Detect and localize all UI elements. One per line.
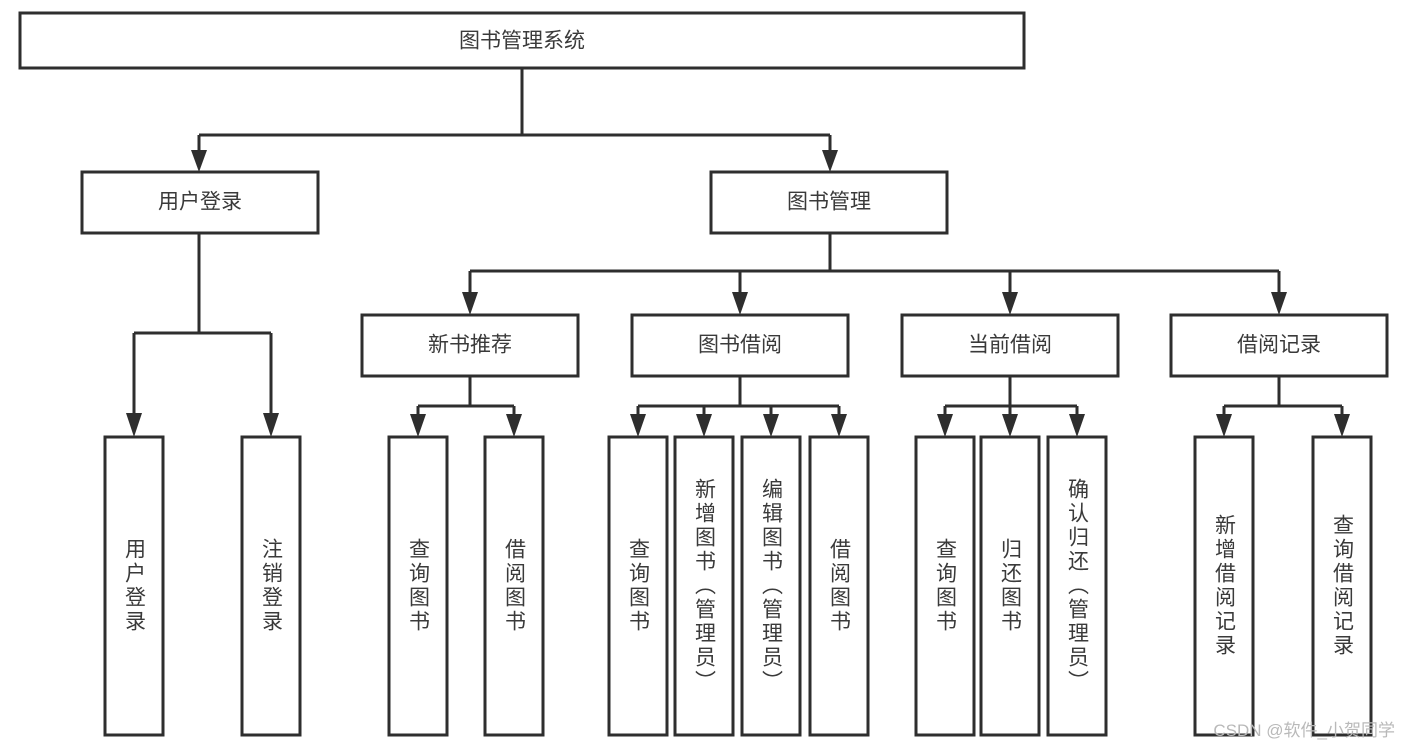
node-leaf-borrow-book-1-label: 借阅图书	[503, 538, 527, 634]
node-current-borrow-label: 当前借阅	[968, 334, 1052, 357]
node-new-book-recommend-label: 新书推荐	[428, 334, 512, 357]
node-leaf-query-record[interactable]: 查询借阅记录	[1311, 435, 1373, 737]
arrow-head-new-book-recommend	[462, 292, 478, 315]
node-book-borrow-box[interactable]	[630, 313, 850, 378]
arrow-head-leaf-query-book-3	[937, 414, 953, 437]
node-leaf-user-login-label: 用户登录	[123, 538, 147, 634]
node-leaf-query-book-2-label: 查询图书	[627, 538, 651, 634]
node-leaf-return-book[interactable]: 归还图书	[979, 435, 1041, 737]
node-leaf-query-record-box[interactable]	[1311, 435, 1373, 737]
connector-group-current-borrow	[937, 376, 1085, 437]
node-book-borrow-label: 图书借阅	[698, 334, 782, 357]
node-leaf-user-login[interactable]: 用户登录	[103, 435, 165, 737]
node-leaf-add-book-box[interactable]	[673, 435, 735, 737]
arrow-head-current-borrow	[1002, 292, 1018, 315]
node-borrow-record-box[interactable]	[1169, 313, 1389, 378]
arrow-head-leaf-borrow-book-2	[831, 414, 847, 437]
arrow-head-book-borrow	[732, 292, 748, 315]
connector-group-root	[191, 68, 838, 172]
node-leaf-confirm-return-label: 确认归还（管理员）	[1066, 478, 1090, 694]
node-leaf-confirm-return-box[interactable]	[1046, 435, 1108, 737]
arrow-head-leaf-logout	[263, 413, 279, 437]
arrow-head-leaf-borrow-book-1	[506, 414, 522, 437]
node-new-book-recommend-box[interactable]	[360, 313, 580, 378]
node-leaf-borrow-book-2[interactable]: 借阅图书	[808, 435, 870, 737]
node-leaf-query-book-2[interactable]: 查询图书	[607, 435, 669, 737]
arrow-head-leaf-query-book-1	[410, 414, 426, 437]
node-leaf-borrow-book-2-label: 借阅图书	[828, 538, 852, 634]
node-leaf-return-book-box[interactable]	[979, 435, 1041, 737]
node-leaf-query-book-2-box[interactable]	[607, 435, 669, 737]
node-user-login-label: 用户登录	[158, 191, 242, 214]
node-leaf-edit-book[interactable]: 编辑图书（管理员）	[740, 435, 802, 737]
node-leaf-query-book-3-box[interactable]	[914, 435, 976, 737]
arrow-head-leaf-add-book	[696, 414, 712, 437]
node-leaf-edit-book-box[interactable]	[740, 435, 802, 737]
arrow-head-leaf-query-record	[1334, 414, 1350, 437]
arrow-head-borrow-record	[1271, 292, 1287, 315]
node-leaf-query-book-3[interactable]: 查询图书	[914, 435, 976, 737]
arrow-head-book-manage	[822, 150, 838, 172]
arrow-head-leaf-confirm-return	[1069, 414, 1085, 437]
connector-group-book-manage	[462, 233, 1287, 315]
connector-group-user-login	[126, 233, 279, 437]
arrow-head-leaf-edit-book	[763, 414, 779, 437]
node-root-box[interactable]	[18, 11, 1026, 70]
arrow-head-leaf-user-login	[126, 413, 142, 437]
connector-group-new-book-recommend	[410, 376, 522, 437]
node-root[interactable]: 图书管理系统	[18, 11, 1026, 70]
node-leaf-add-book[interactable]: 新增图书（管理员）	[673, 435, 735, 737]
node-leaf-borrow-book-1[interactable]: 借阅图书	[483, 435, 545, 737]
node-leaf-add-record-label: 新增借阅记录	[1213, 514, 1237, 658]
node-book-manage-label: 图书管理	[787, 191, 871, 214]
node-leaf-user-login-box[interactable]	[103, 435, 165, 737]
node-leaf-add-book-label: 新增图书（管理员）	[693, 478, 717, 694]
arrow-head-leaf-add-record	[1216, 414, 1232, 437]
arrow-head-leaf-return-book	[1002, 414, 1018, 437]
node-borrow-record-label: 借阅记录	[1237, 334, 1321, 357]
node-leaf-confirm-return[interactable]: 确认归还（管理员）	[1046, 435, 1108, 737]
node-leaf-logout[interactable]: 注销登录	[240, 435, 302, 737]
node-leaf-query-book-3-label: 查询图书	[934, 538, 958, 634]
node-book-borrow[interactable]: 图书借阅	[630, 313, 850, 378]
arrow-head-user-login	[191, 150, 207, 172]
node-book-manage[interactable]: 图书管理	[709, 170, 949, 235]
node-leaf-logout-box[interactable]	[240, 435, 302, 737]
node-leaf-query-book-1-box[interactable]	[387, 435, 449, 737]
connector-group-book-borrow	[630, 376, 847, 437]
node-book-manage-box[interactable]	[709, 170, 949, 235]
node-leaf-query-book-1[interactable]: 查询图书	[387, 435, 449, 737]
node-borrow-record[interactable]: 借阅记录	[1169, 313, 1389, 378]
node-user-login[interactable]: 用户登录	[80, 170, 320, 235]
node-user-login-box[interactable]	[80, 170, 320, 235]
node-root-label: 图书管理系统	[459, 30, 585, 53]
node-leaf-logout-label: 注销登录	[260, 538, 284, 634]
node-leaf-edit-book-label: 编辑图书（管理员）	[760, 478, 784, 694]
node-current-borrow-box[interactable]	[900, 313, 1120, 378]
arrow-head-leaf-query-book-2	[630, 414, 646, 437]
node-leaf-query-book-1-label: 查询图书	[407, 538, 431, 634]
node-current-borrow[interactable]: 当前借阅	[900, 313, 1120, 378]
node-leaf-query-record-label: 查询借阅记录	[1331, 514, 1355, 658]
node-leaf-return-book-label: 归还图书	[999, 538, 1023, 634]
node-leaf-add-record[interactable]: 新增借阅记录	[1193, 435, 1255, 737]
connector-group-borrow-record	[1216, 376, 1350, 437]
node-new-book-recommend[interactable]: 新书推荐	[360, 313, 580, 378]
node-leaf-borrow-book-2-box[interactable]	[808, 435, 870, 737]
node-leaf-borrow-book-1-box[interactable]	[483, 435, 545, 737]
node-leaf-add-record-box[interactable]	[1193, 435, 1255, 737]
